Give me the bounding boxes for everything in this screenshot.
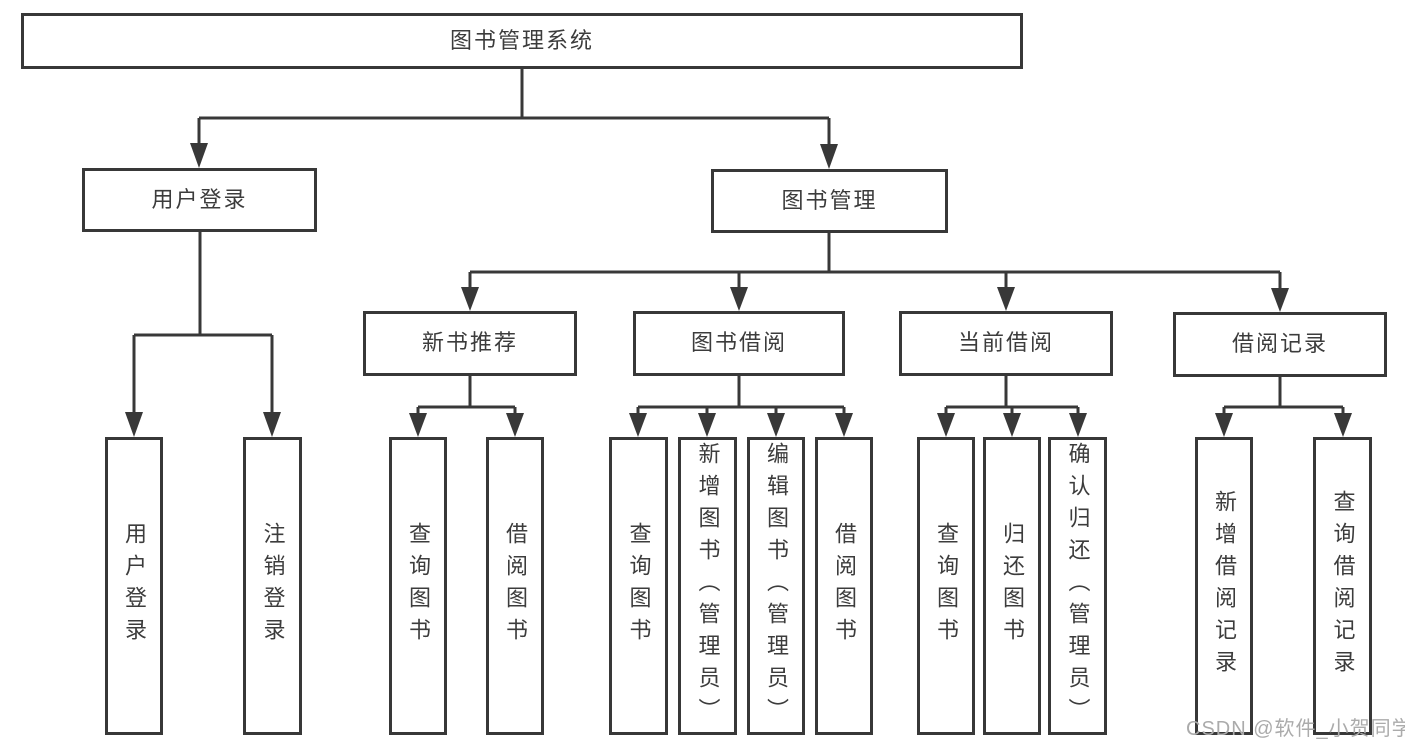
- connector-login-to-children: [125, 232, 281, 437]
- leaf-query-books-current: 查询图书: [917, 437, 975, 735]
- connector-mgmt-to-modules: [461, 233, 1289, 312]
- node-library-system-label: 图书管理系统: [449, 27, 594, 53]
- leaf-add-borrow-record-label: 新增借阅记录: [1212, 490, 1237, 682]
- leaf-user-login-label: 用户登录: [122, 522, 147, 650]
- csdn-watermark: CSDN @软件_小贺同学: [1186, 718, 1405, 740]
- leaf-query-books-recommend: 查询图书: [389, 437, 447, 735]
- leaf-borrow-books-borrowing-label: 借阅图书: [832, 522, 857, 650]
- leaf-borrow-books-borrowing: 借阅图书: [815, 437, 873, 735]
- leaf-query-books-borrowing: 查询图书: [609, 437, 668, 735]
- node-current-borrowing-label: 当前借阅: [957, 330, 1054, 356]
- node-new-book-recommendation: 新书推荐: [363, 311, 577, 376]
- node-user-login-label: 用户登录: [151, 186, 248, 212]
- leaf-confirm-return-admin-label: 确认归还（管理员）: [1065, 442, 1091, 730]
- leaf-add-borrow-record: 新增借阅记录: [1195, 437, 1253, 735]
- node-book-management-label: 图书管理: [781, 187, 878, 213]
- leaf-add-books-admin: 新增图书（管理员）: [678, 437, 737, 735]
- node-borrowing-records-label: 借阅记录: [1231, 331, 1328, 357]
- leaf-query-borrow-record-label: 查询借阅记录: [1330, 490, 1356, 682]
- node-book-borrowing-label: 图书借阅: [690, 330, 787, 356]
- node-book-management: 图书管理: [711, 169, 948, 233]
- leaf-return-books-label: 归还图书: [1000, 522, 1025, 650]
- connector-records-to-children: [1215, 377, 1352, 437]
- node-current-borrowing: 当前借阅: [899, 311, 1113, 376]
- leaf-logout: 注销登录: [243, 437, 302, 735]
- node-user-login: 用户登录: [82, 168, 317, 232]
- leaf-borrow-books-recommend-label: 借阅图书: [503, 522, 528, 650]
- node-new-book-recommendation-label: 新书推荐: [421, 330, 518, 356]
- leaf-query-borrow-record: 查询借阅记录: [1313, 437, 1372, 735]
- leaf-return-books: 归还图书: [983, 437, 1041, 735]
- leaf-query-books-recommend-label: 查询图书: [406, 522, 431, 650]
- node-borrowing-records: 借阅记录: [1173, 312, 1387, 377]
- node-book-borrowing: 图书借阅: [633, 311, 845, 376]
- connector-recommend-to-children: [409, 376, 524, 437]
- leaf-borrow-books-recommend: 借阅图书: [486, 437, 544, 735]
- connector-borrowing-to-children: [629, 376, 853, 437]
- leaf-query-books-borrowing-label: 查询图书: [626, 522, 652, 650]
- leaf-add-books-admin-label: 新增图书（管理员）: [695, 442, 721, 730]
- leaf-user-login: 用户登录: [105, 437, 163, 735]
- leaf-edit-books-admin: 编辑图书（管理员）: [747, 437, 805, 735]
- leaf-confirm-return-admin: 确认归还（管理员）: [1048, 437, 1107, 735]
- connector-current-to-children: [937, 376, 1087, 437]
- connector-root-to-level1: [190, 69, 838, 169]
- leaf-query-books-current-label: 查询图书: [934, 522, 959, 650]
- leaf-edit-books-admin-label: 编辑图书（管理员）: [764, 442, 789, 730]
- leaf-logout-label: 注销登录: [260, 522, 286, 650]
- node-library-system: 图书管理系统: [21, 13, 1023, 69]
